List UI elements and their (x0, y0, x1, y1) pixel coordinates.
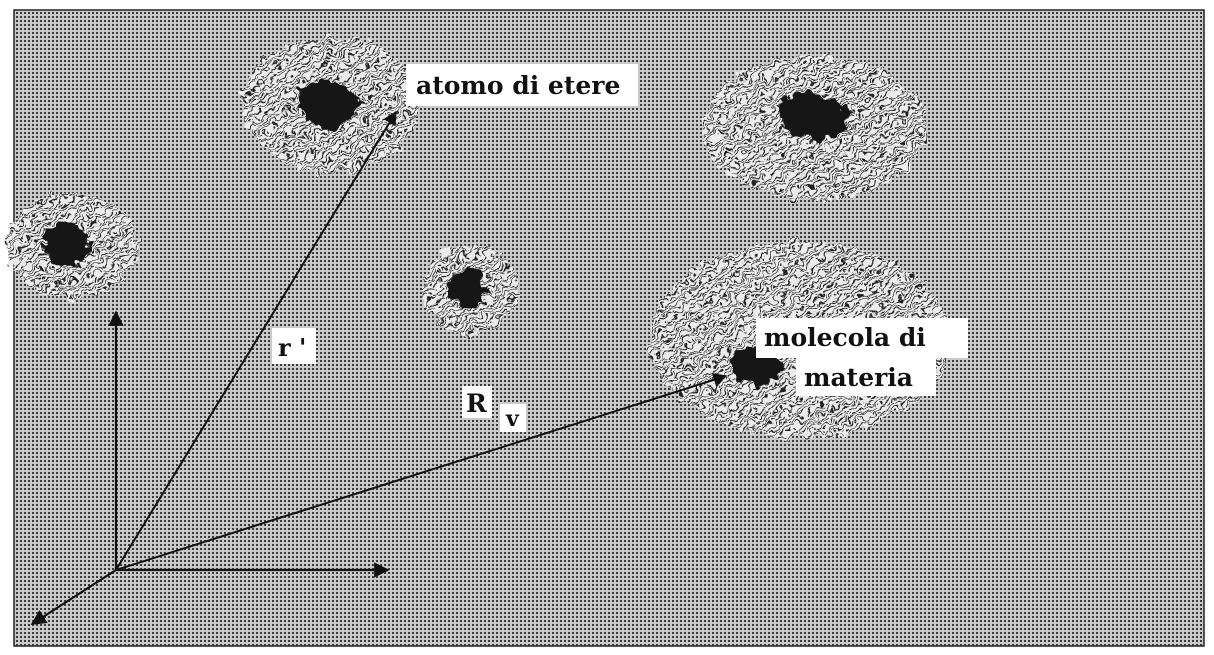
r-prime-label: r ' (278, 333, 306, 362)
matter-label-line1: molecola di (764, 323, 926, 352)
R-label: R (466, 389, 487, 418)
matter-label-line2: materia (804, 363, 913, 392)
particle-left (6, 194, 138, 298)
particle-top-right (703, 56, 927, 200)
R-subscript: v (505, 406, 520, 432)
particle-top-left (242, 37, 418, 173)
ether-atom-label: atomo di etere (416, 71, 620, 100)
particle-center (422, 246, 518, 334)
